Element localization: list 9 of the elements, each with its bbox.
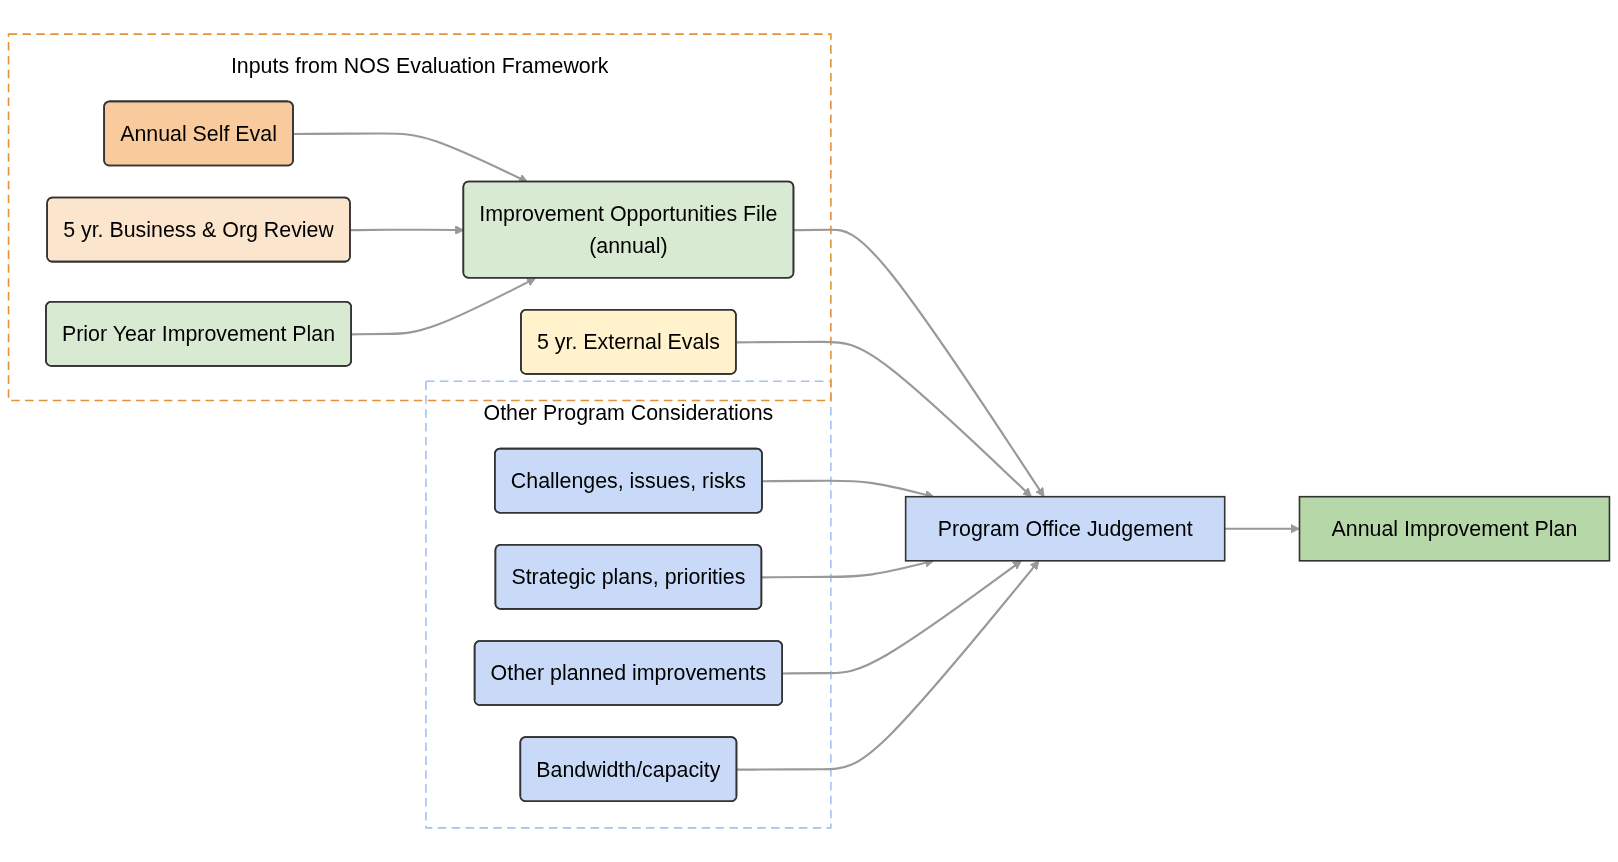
arrow [794,228,1045,498]
arrow [736,340,1032,498]
arrow [782,560,1022,675]
arrow [293,132,529,183]
arrow [351,277,536,336]
node-box: Program Office Judgement [904,495,1226,562]
arrow [1224,524,1300,534]
arrow [737,560,1040,771]
node-box: Annual Improvement Plan [1298,495,1611,562]
